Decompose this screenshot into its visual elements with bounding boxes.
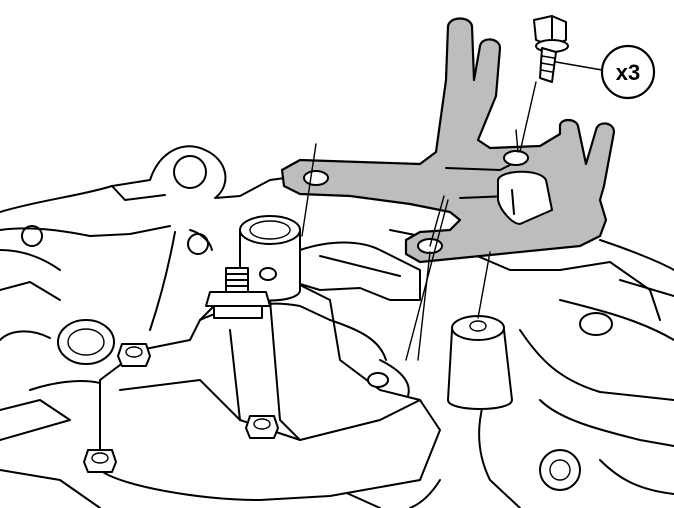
quantity-label: x3 [616, 60, 640, 85]
shift-housing [99, 279, 441, 501]
bolt-guide-lines [301, 81, 537, 361]
housing-stud-nut [205, 267, 271, 319]
selector-lever [299, 241, 421, 301]
quantity-callout: x3 [600, 44, 656, 100]
flange-bolt [533, 15, 569, 83]
housing-nut-bottom [245, 415, 279, 439]
transmission-housing [0, 145, 674, 508]
mounting-post [447, 315, 513, 410]
quantity-leader-line [555, 61, 603, 71]
housing-nut-left [117, 343, 151, 367]
housing-nut-lower-left [83, 449, 117, 473]
shift-cable-bracket [280, 17, 616, 264]
